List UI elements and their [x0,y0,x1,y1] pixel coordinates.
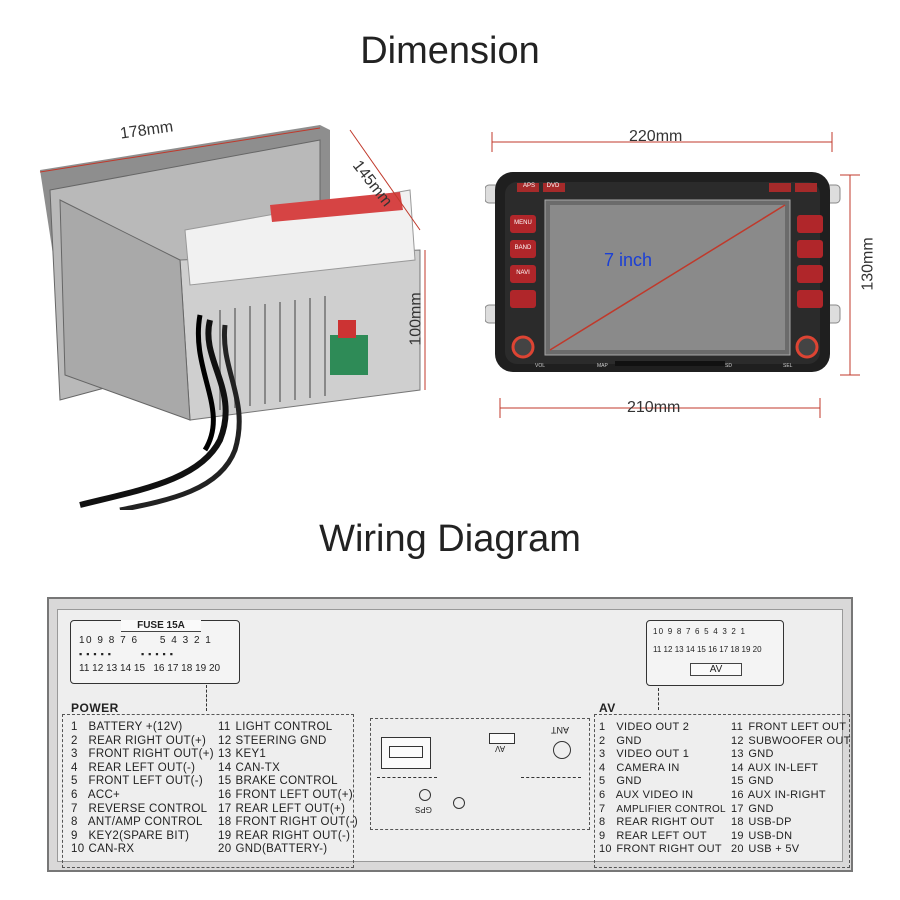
gps-port-2 [453,797,465,809]
unit-front-view [485,132,860,418]
av-pins-left: 1 VIDEO OUT 2 2 GND 3 VIDEO OUT 1 4 CAME… [599,721,726,856]
power-pins-left: 1 BATTERY +(12V) 2 REAR RIGHT OUT(+) 3 F… [71,721,214,856]
tune-knob [795,335,819,359]
power-bottom-row: 11 12 13 14 15 16 17 18 19 20 [79,663,221,674]
aps-button-label: APS [522,183,535,189]
sd-label: SD [725,363,732,369]
front-height-label: 130mm [859,237,877,291]
sel-label: SEL [783,363,793,369]
front-top-width-label: 220mm [629,128,683,145]
vol-label: VOL [535,363,546,369]
connector-block [330,335,368,375]
screen-size-label: 7 inch [604,250,653,270]
unit-side-view [39,125,426,510]
power-pins-right: 11 LIGHT CONTROL 12 STEERING GND 13 KEY1… [218,721,359,856]
av-port-label: AV [495,744,506,753]
gps-port [419,789,431,801]
av-connector: 10 9 8 7 6 5 4 3 2 1 11 12 13 14 15 16 1… [646,620,784,686]
wiring-title: Wiring Diagram [319,518,581,560]
av-bottom-row: 11 12 13 14 15 16 17 18 19 20 [653,645,762,654]
side-height-label: 100mm [407,292,425,346]
gps-port-label: GPS [415,805,432,814]
map-label: MAP [597,363,608,369]
front-bottom-width-label: 210mm [627,399,681,416]
menu-button-label: MENU [514,220,532,226]
fuse-label: FUSE 15A [121,620,201,632]
left-button-labels: MENU BAND NAVI [510,220,536,295]
band-button-label: BAND [514,245,532,251]
front-top-buttons: APS DVD [518,183,566,189]
wiring-panel: FUSE 15A 10 9 8 7 6 5 4 3 2 1 ▪▪▪▪▪ ▪▪▪▪… [47,597,853,872]
rear-ports-section: AV ANT GPS [370,718,590,830]
av-connector-label: AV [690,663,742,676]
ant-port-label: ANT [551,725,569,735]
power-title: POWER [71,701,119,715]
power-connector: FUSE 15A 10 9 8 7 6 5 4 3 2 1 ▪▪▪▪▪ ▪▪▪▪… [70,620,240,684]
dimension-title: Dimension [360,30,540,72]
ant-port [553,741,571,759]
power-top-row: 10 9 8 7 6 5 4 3 2 1 [79,635,213,646]
av-pins-right: 11 FRONT LEFT OUT 12 SUBWOOFER OUT 13 GN… [731,721,851,856]
av-top-row: 10 9 8 7 6 5 4 3 2 1 [653,627,747,636]
dvd-button-label: DVD [546,183,560,189]
volume-knob [511,335,535,359]
power-section: POWER 1 BATTERY +(12V) 2 REAR RIGHT OUT(… [62,701,358,868]
av-title: AV [599,701,616,715]
navi-button-label: NAVI [516,270,530,276]
av-section: AV 1 VIDEO OUT 2 2 GND 3 VIDEO OUT 1 4 C… [594,701,851,868]
